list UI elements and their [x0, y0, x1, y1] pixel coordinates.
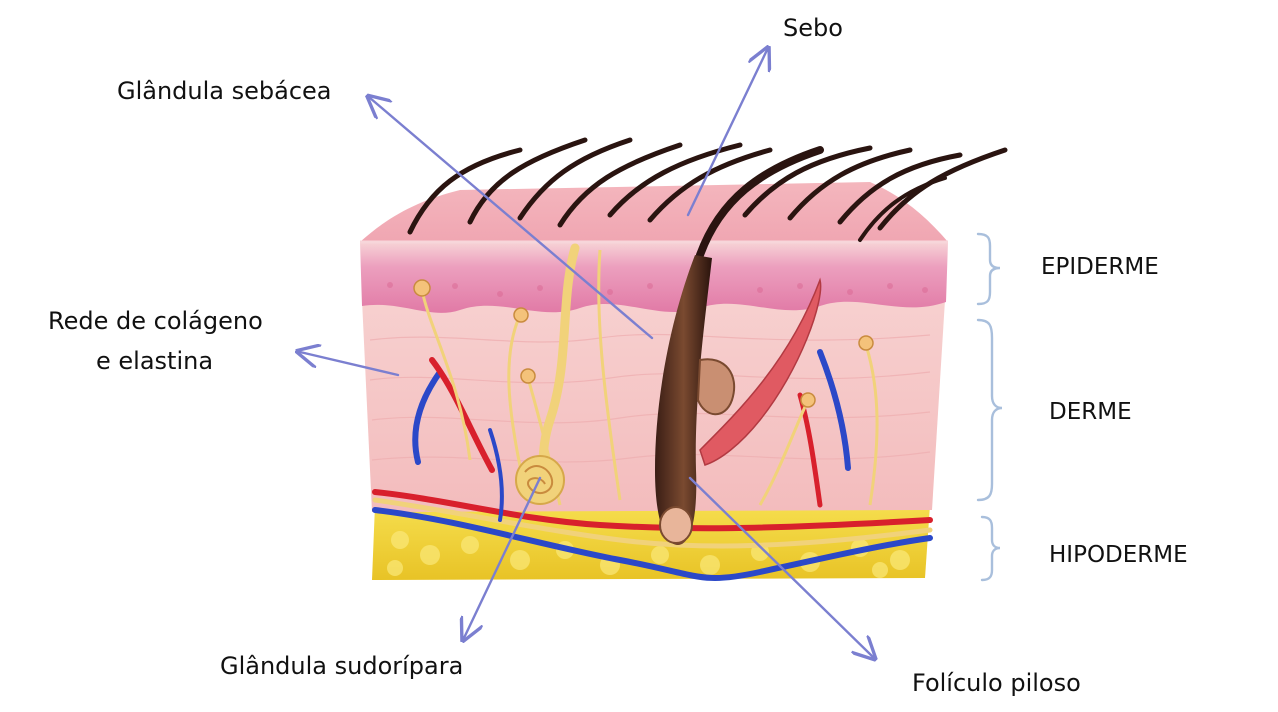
arrow-icon — [464, 476, 542, 638]
layer-label-epiderme: EPIDERME — [1041, 254, 1159, 280]
sensory-receptors — [413, 279, 874, 408]
artery — [372, 489, 933, 532]
arrow-icon — [300, 352, 400, 377]
label-rede-line1: Rede de colágeno — [48, 307, 263, 335]
layer-label-hipoderme: HIPODERME — [1049, 542, 1188, 568]
arrow-icon — [370, 98, 654, 340]
curly-bracket-icon — [976, 318, 1003, 502]
nerve — [372, 497, 933, 549]
pointer-arrows — [300, 50, 873, 657]
label-foliculo-piloso: Folículo piloso — [912, 669, 1081, 697]
arrow-icon — [686, 50, 767, 217]
layer-label-derme: DERME — [1049, 399, 1132, 425]
dermis-layer — [362, 300, 945, 512]
blood-vessel-network — [372, 489, 933, 581]
curly-bracket-icon — [976, 232, 1001, 306]
label-glandula-sebacea: Glândula sebácea — [117, 77, 332, 105]
arrector-pili-muscle — [699, 277, 822, 466]
epidermis-texture — [387, 282, 928, 297]
sebaceous-gland — [696, 358, 736, 416]
label-glandula-sudoripara: Glândula sudorípara — [220, 652, 464, 680]
layer-brackets — [976, 232, 1003, 582]
skin-block — [360, 137, 1008, 581]
hair-follicle — [655, 255, 822, 545]
epidermis-layer — [360, 242, 948, 313]
label-sebo: Sebo — [783, 14, 843, 42]
arrow-icon — [688, 476, 873, 657]
label-rede-line2: e elastina — [96, 347, 214, 375]
curly-bracket-icon — [980, 515, 1001, 582]
vein — [372, 507, 933, 581]
